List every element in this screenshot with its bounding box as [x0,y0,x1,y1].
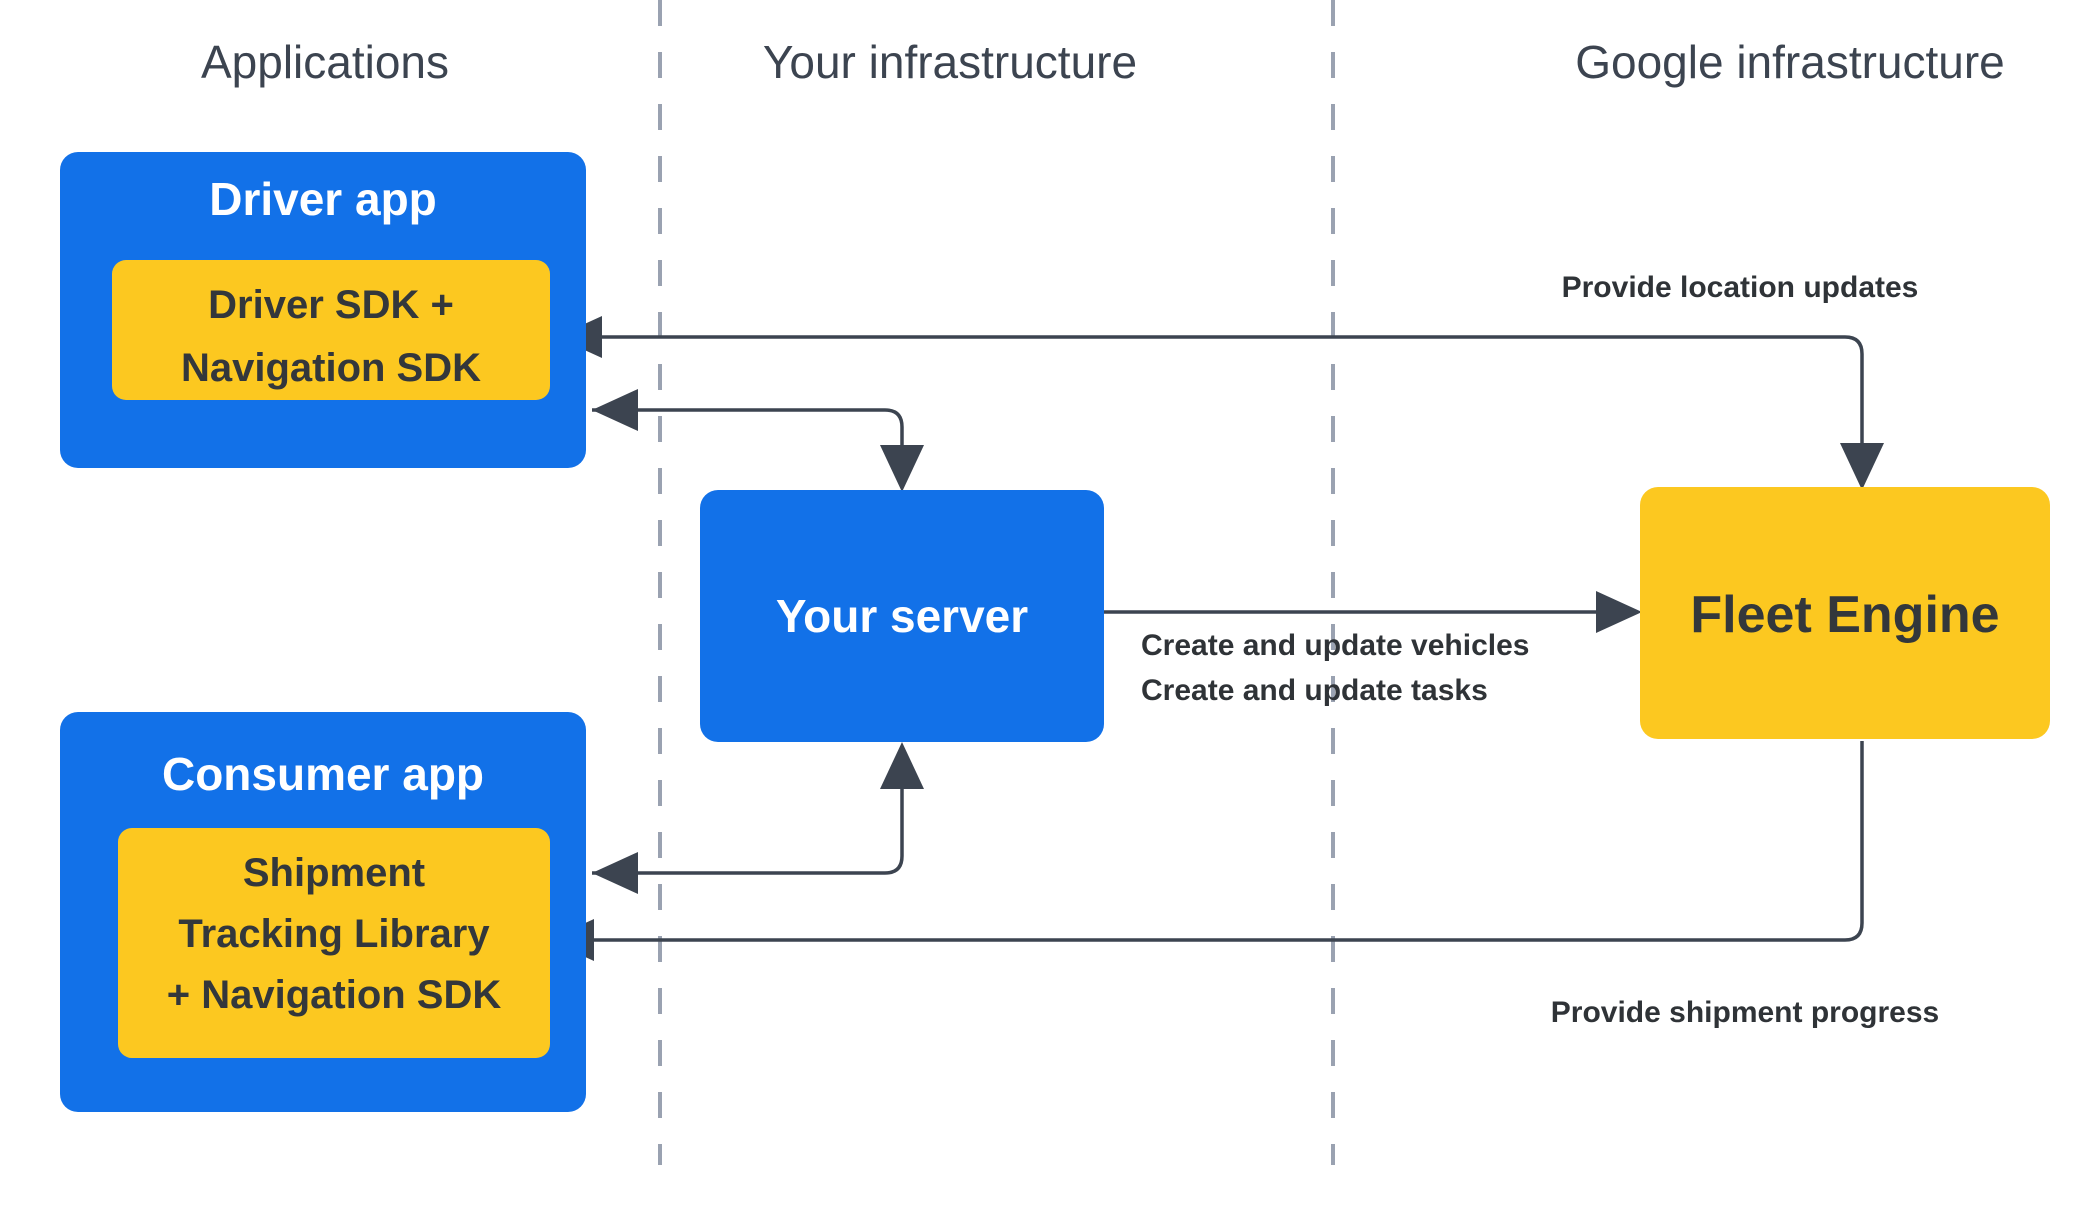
connector-path [592,408,904,470]
arrow-head-left [592,389,638,431]
connector-path [592,764,904,875]
arrow-head-left [592,852,638,894]
connector-your-server-to-driver-app [592,389,924,492]
driver-app-label: Driver app [209,173,437,225]
label-provide-location-updates: Provide location updates [1562,271,1919,304]
shipment-tracking-label-line-2: Tracking Library [178,912,490,956]
connector-your-server-to-consumer-app [592,742,924,894]
label-create-update-vehicles: Create and update vehicles [1141,629,1529,662]
connector-path [556,335,1864,468]
fleet-engine-label: Fleet Engine [1690,586,1999,644]
connector-fleet-engine-to-shipment-tracking [548,741,1864,961]
shipment-tracking-label-line-1: Shipment [243,851,425,895]
label-create-update-tasks: Create and update tasks [1141,674,1488,707]
label-provide-shipment-progress: Provide shipment progress [1551,996,1939,1029]
connector-your-server-to-fleet-engine [1104,591,1642,633]
zone-title-your-infrastructure: Your infrastructure [763,36,1137,88]
fleet-engine-box[interactable] [1640,487,2050,739]
zone-title-google-infrastructure: Google infrastructure [1575,36,2005,88]
driver-sdk-label-line-2: Navigation SDK [181,346,481,390]
zone-title-applications: Applications [201,36,449,88]
connector-path [548,741,1864,942]
consumer-app-label: Consumer app [162,748,484,800]
shipment-tracking-label-line-3: + Navigation SDK [167,973,502,1017]
zone-titles: Applications Your infrastructure Google … [201,36,2005,88]
node-driver-app[interactable]: Driver app Driver SDK + Navigation SDK [60,152,586,468]
node-your-server[interactable]: Your server [700,490,1104,742]
node-consumer-app[interactable]: Consumer app Shipment Tracking Library +… [60,712,586,1112]
your-server-box[interactable] [700,490,1104,742]
arrow-head-right [1596,591,1642,633]
connector-fleet-engine-to-driver-sdk [556,316,1884,490]
driver-sdk-box[interactable] [112,260,550,400]
connector-labels: Provide location updates Create and upda… [1141,271,1939,1029]
zone-dividers [658,0,1335,1165]
arrow-head-up [880,742,924,789]
arrow-head-down [1840,443,1884,490]
arrow-head-down [880,445,924,492]
driver-sdk-label-line-1: Driver SDK + [208,283,454,327]
your-server-label: Your server [776,590,1028,642]
node-fleet-engine[interactable]: Fleet Engine [1640,487,2050,739]
shipment-tracking-box[interactable] [118,828,550,1058]
